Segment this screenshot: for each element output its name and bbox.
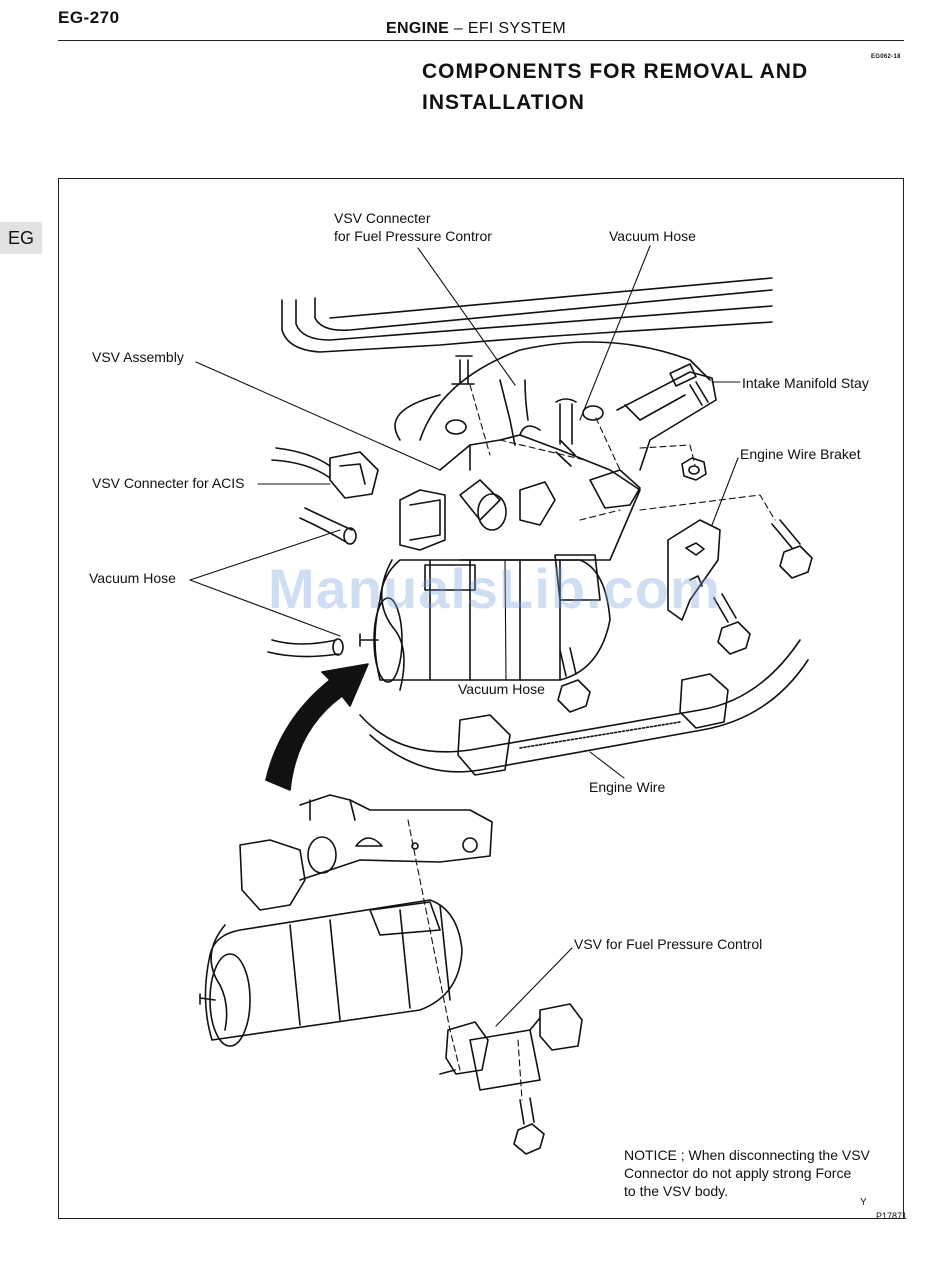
label-vsv-connecter-fuel: VSV Connecter for Fuel Pressure Contror [334, 209, 492, 245]
notice-line-2: Connector do not apply strong Force [624, 1165, 852, 1181]
y-mark: Y [860, 1197, 867, 1208]
vsv-fuel-pressure-control [439, 1003, 583, 1091]
label-engine-wire: Engine Wire [589, 779, 666, 795]
removal-arrow [265, 663, 369, 791]
label-intake-manifold-stay: Intake Manifold Stay [742, 375, 869, 391]
bolts [557, 519, 813, 713]
title-line-2: INSTALLATION [422, 91, 585, 114]
side-tab-label: EG [8, 228, 35, 248]
notice-text: NOTICE ; When disconnecting the VSV Conn… [624, 1146, 870, 1200]
intake-manifold-stay [616, 363, 717, 471]
side-tab: EG [0, 222, 42, 254]
label-vsv-fuel-pressure-control: VSV for Fuel Pressure Control [574, 936, 763, 952]
notice-line-1: NOTICE ; When disconnecting the VSV [624, 1147, 870, 1163]
figure-code: P17871 [876, 1211, 908, 1221]
doc-code: EG062-18 [871, 54, 901, 60]
watermark: ManualsLib.com [268, 557, 721, 620]
vsv-assembly-upper [359, 425, 641, 691]
vsv-assembly-lower [199, 794, 493, 1047]
loose-hose-left [267, 507, 357, 658]
bolt-lower [513, 1097, 545, 1155]
label-vsv-assembly: VSV Assembly [92, 349, 184, 365]
engine-wire-harness [359, 639, 809, 776]
nut-top [681, 457, 707, 481]
page-number: EG-270 [58, 8, 120, 27]
label-vsv-connecter-fuel-line2: for Fuel Pressure Contror [334, 228, 492, 244]
label-vacuum-hose-top: Vacuum Hose [609, 228, 696, 244]
label-vsv-connecter-fuel-line1: VSV Connecter [334, 210, 431, 226]
notice-line-3: to the VSV body. [624, 1183, 729, 1199]
label-vacuum-hose-left: Vacuum Hose [89, 570, 176, 586]
page-title: COMPONENTS FOR REMOVAL AND INSTALLATION [422, 56, 808, 118]
engine-wire-bracket [667, 519, 721, 621]
header-dash: – [453, 20, 464, 37]
label-vacuum-hose-bottom: Vacuum Hose [458, 681, 545, 697]
figure-frame [58, 178, 904, 1219]
manifold-studs [445, 355, 604, 445]
title-line-1: COMPONENTS FOR REMOVAL AND [422, 60, 809, 83]
label-engine-wire-braket: Engine Wire Braket [740, 446, 861, 462]
leader-lines [189, 245, 741, 1027]
header-efi: EFI SYSTEM [467, 20, 566, 37]
label-vsv-connecter-acis: VSV Connecter for ACIS [92, 475, 245, 491]
header-rule [58, 40, 904, 41]
vacuum-hose-top [499, 379, 576, 467]
section-header: ENGINE – EFI SYSTEM [386, 20, 566, 38]
acis-connector [271, 447, 379, 499]
intake-manifold-outline [281, 277, 773, 441]
header-engine: ENGINE [386, 20, 450, 37]
